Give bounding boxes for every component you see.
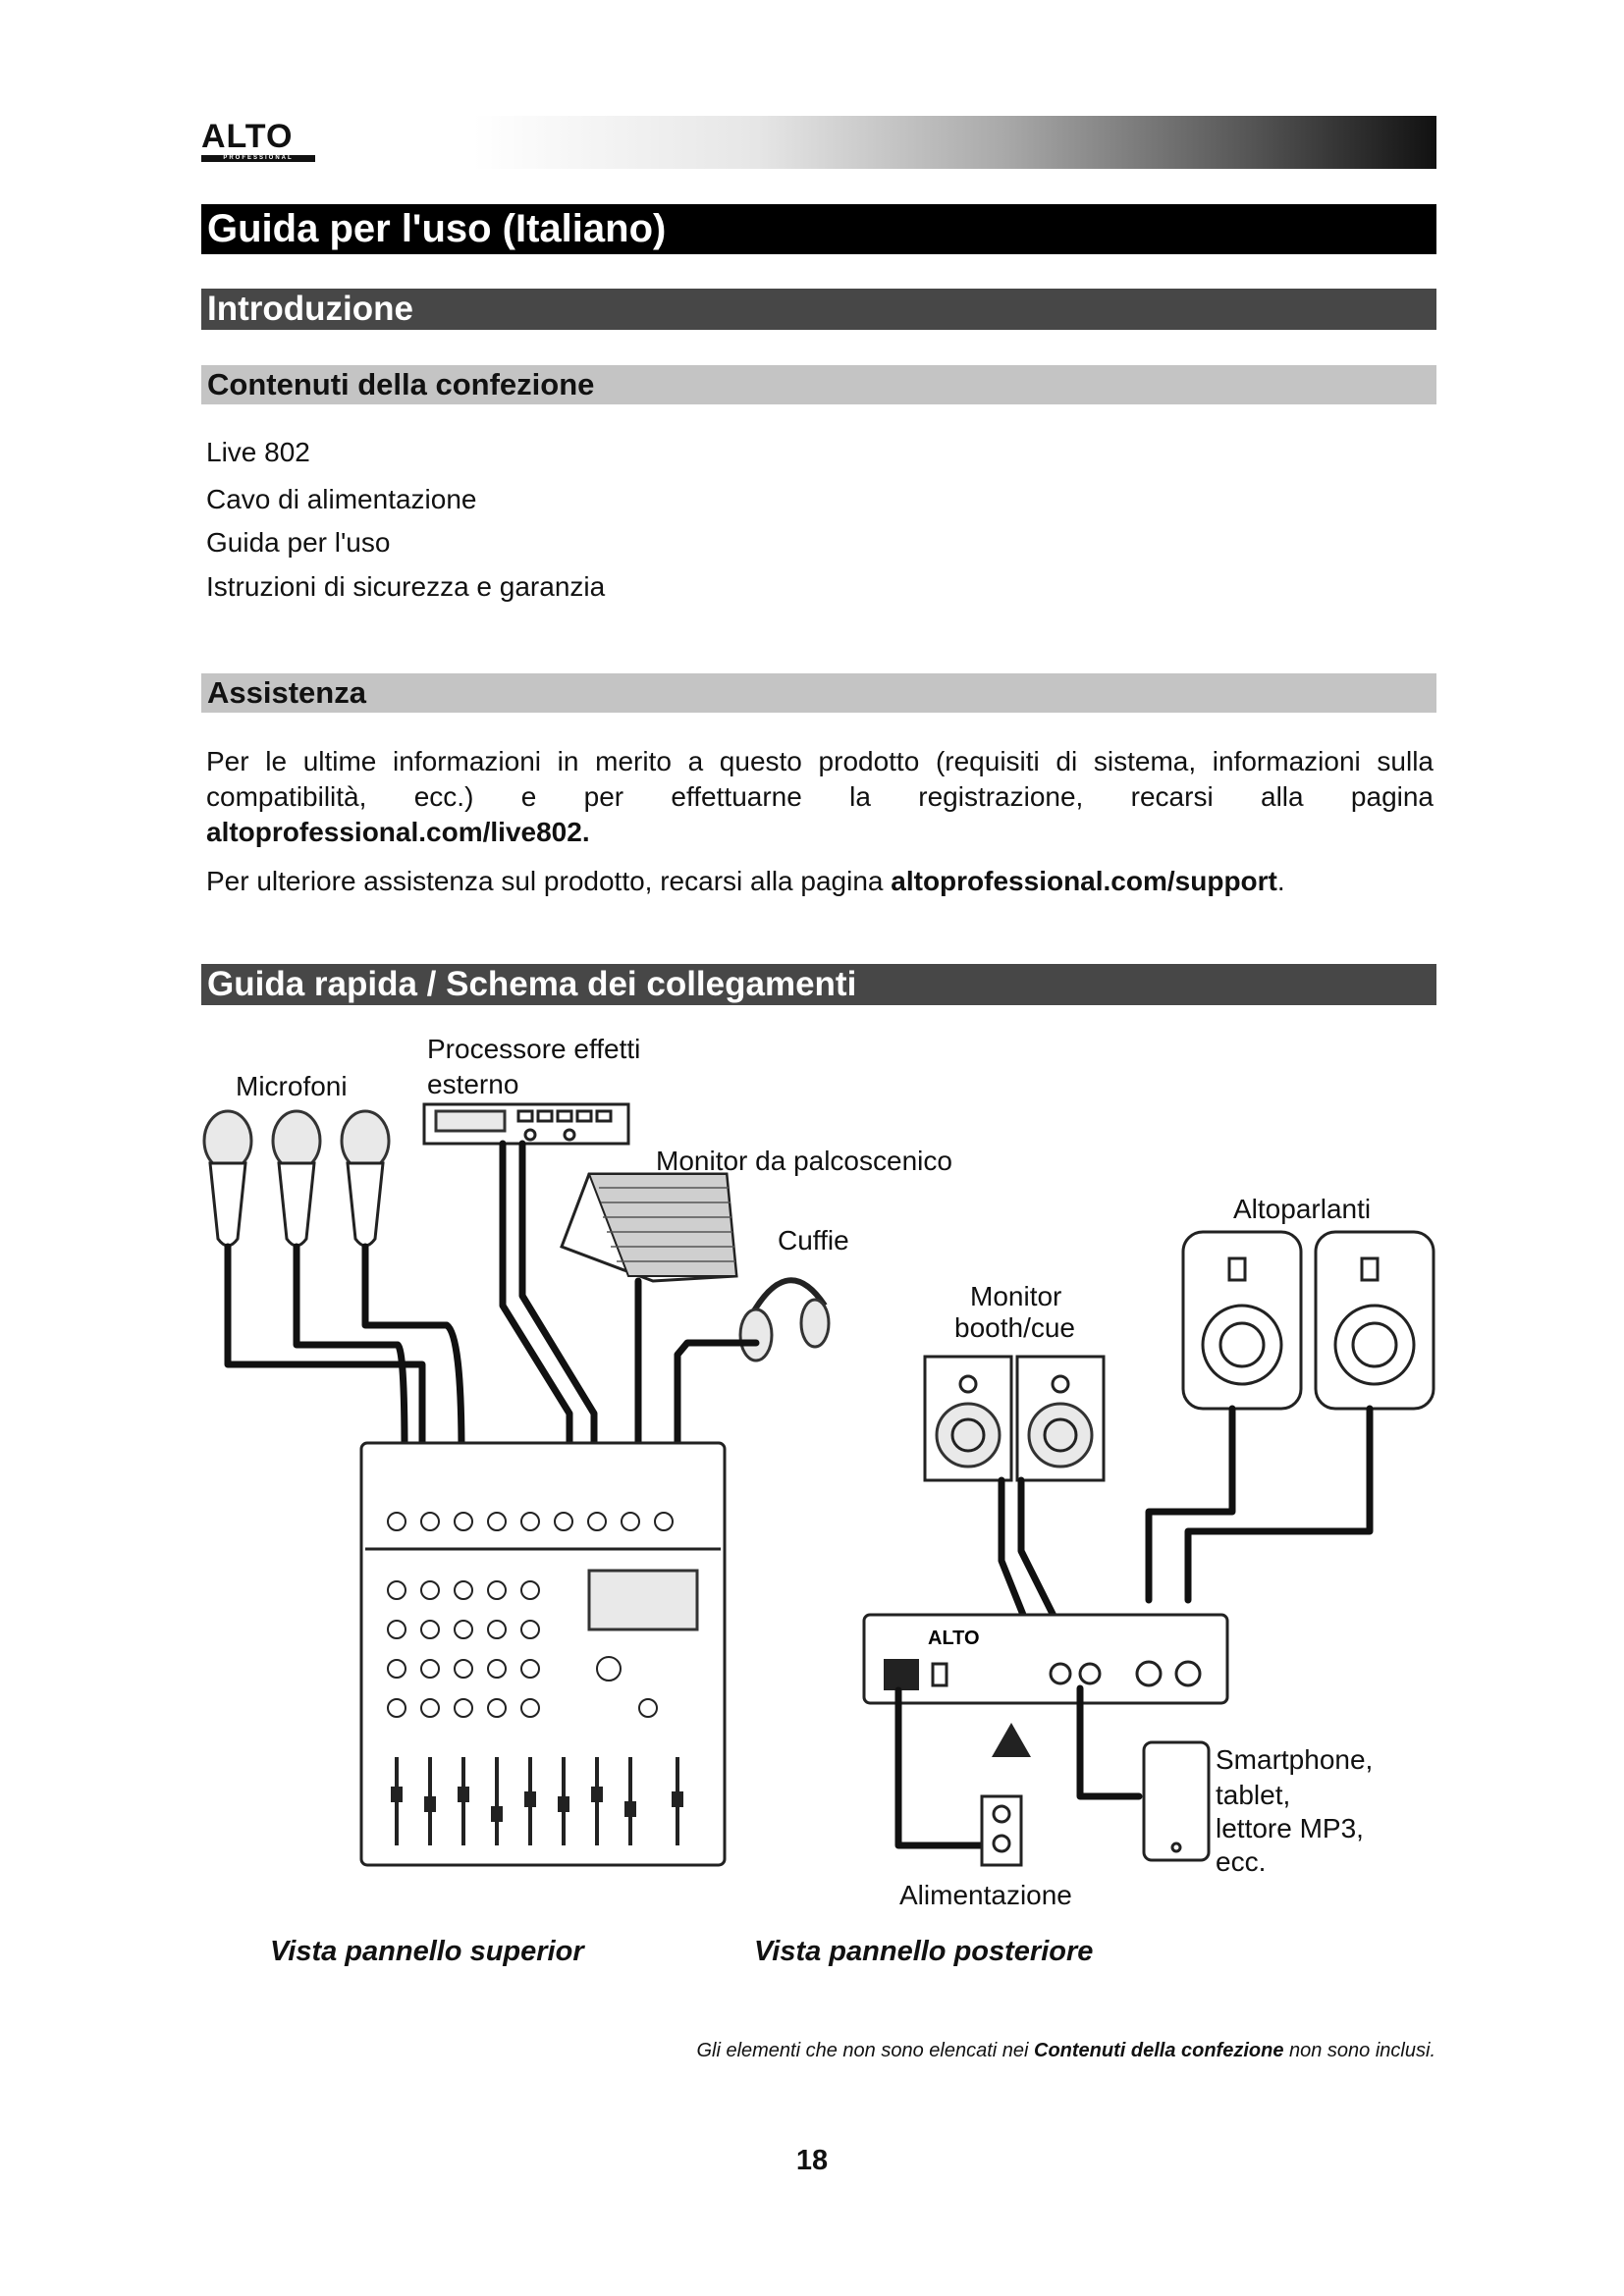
subsection-heading-support: Assistenza xyxy=(201,673,1436,713)
booth-monitor-icon xyxy=(923,1355,1106,1482)
list-item: Guida per l'uso xyxy=(206,527,391,558)
label-booth-line2: booth/cue xyxy=(954,1312,1075,1343)
smartphone-icon xyxy=(1142,1740,1211,1862)
support-paragraph-1: Per le ultime informazioni in merito a q… xyxy=(206,746,1434,847)
page-number: 18 xyxy=(795,2145,829,2176)
label-power: Alimentazione xyxy=(899,1880,1072,1910)
support-link-live802[interactable]: altoprofessional.com/live802. xyxy=(206,817,590,847)
label-booth-line1: Monitor xyxy=(970,1281,1062,1311)
section-heading-quickstart: Guida rapida / Schema dei collegamenti xyxy=(201,964,1436,1005)
footnote: Gli elementi che non sono elencati nei C… xyxy=(696,2040,1435,2061)
label-stage-monitor: Monitor da palcoscenico xyxy=(656,1146,952,1176)
support-paragraph-2: Per ulteriore assistenza sul prodotto, r… xyxy=(206,866,1285,896)
svg-text:ALTO: ALTO xyxy=(928,1628,980,1649)
list-item: Istruzioni di sicurezza e garanzia xyxy=(206,571,606,602)
subsection-heading-contents: Contenuti della confezione xyxy=(201,365,1436,404)
support-link-support[interactable]: altoprofessional.com/support xyxy=(891,866,1277,896)
label-fx-line1: Processore effetti xyxy=(427,1034,641,1064)
label-smartphone-line3: lettore MP3, xyxy=(1216,1813,1364,1843)
speaker-icon xyxy=(1181,1230,1435,1411)
label-microphones: Microfoni xyxy=(236,1071,348,1101)
caption-rear-view: Vista pannello posteriore xyxy=(754,1936,1094,1967)
effects-processor-icon xyxy=(422,1102,630,1146)
alto-logo: ALTO PROFESSIONAL xyxy=(201,118,319,165)
label-headphones: Cuffie xyxy=(778,1225,849,1255)
mixer-top-panel xyxy=(359,1441,727,1867)
connection-diagram: ALTO xyxy=(202,1102,1435,1867)
label-fx-line2: esterno xyxy=(427,1069,519,1099)
list-item: Cavo di alimentazione xyxy=(206,484,477,514)
list-item: Live 802 xyxy=(206,437,310,467)
header-gradient-bar xyxy=(201,116,1436,169)
label-speakers: Altoparlanti xyxy=(1233,1194,1372,1224)
label-smartphone-line2: tablet, xyxy=(1216,1780,1291,1810)
power-outlet-icon xyxy=(980,1723,1031,1867)
section-heading-introduction: Introduzione xyxy=(201,289,1436,330)
caption-top-view: Vista pannello superior xyxy=(270,1936,584,1967)
page-title: Guida per l'uso (Italiano) xyxy=(201,204,1436,254)
headphones-icon xyxy=(738,1277,831,1362)
microphone-icon xyxy=(202,1109,391,1248)
label-smartphone-line1: Smartphone, xyxy=(1216,1744,1374,1775)
label-smartphone-line4: ecc. xyxy=(1216,1846,1267,1877)
stage-monitor-icon xyxy=(560,1172,738,1283)
mixer-rear-panel: ALTO xyxy=(862,1613,1229,1705)
